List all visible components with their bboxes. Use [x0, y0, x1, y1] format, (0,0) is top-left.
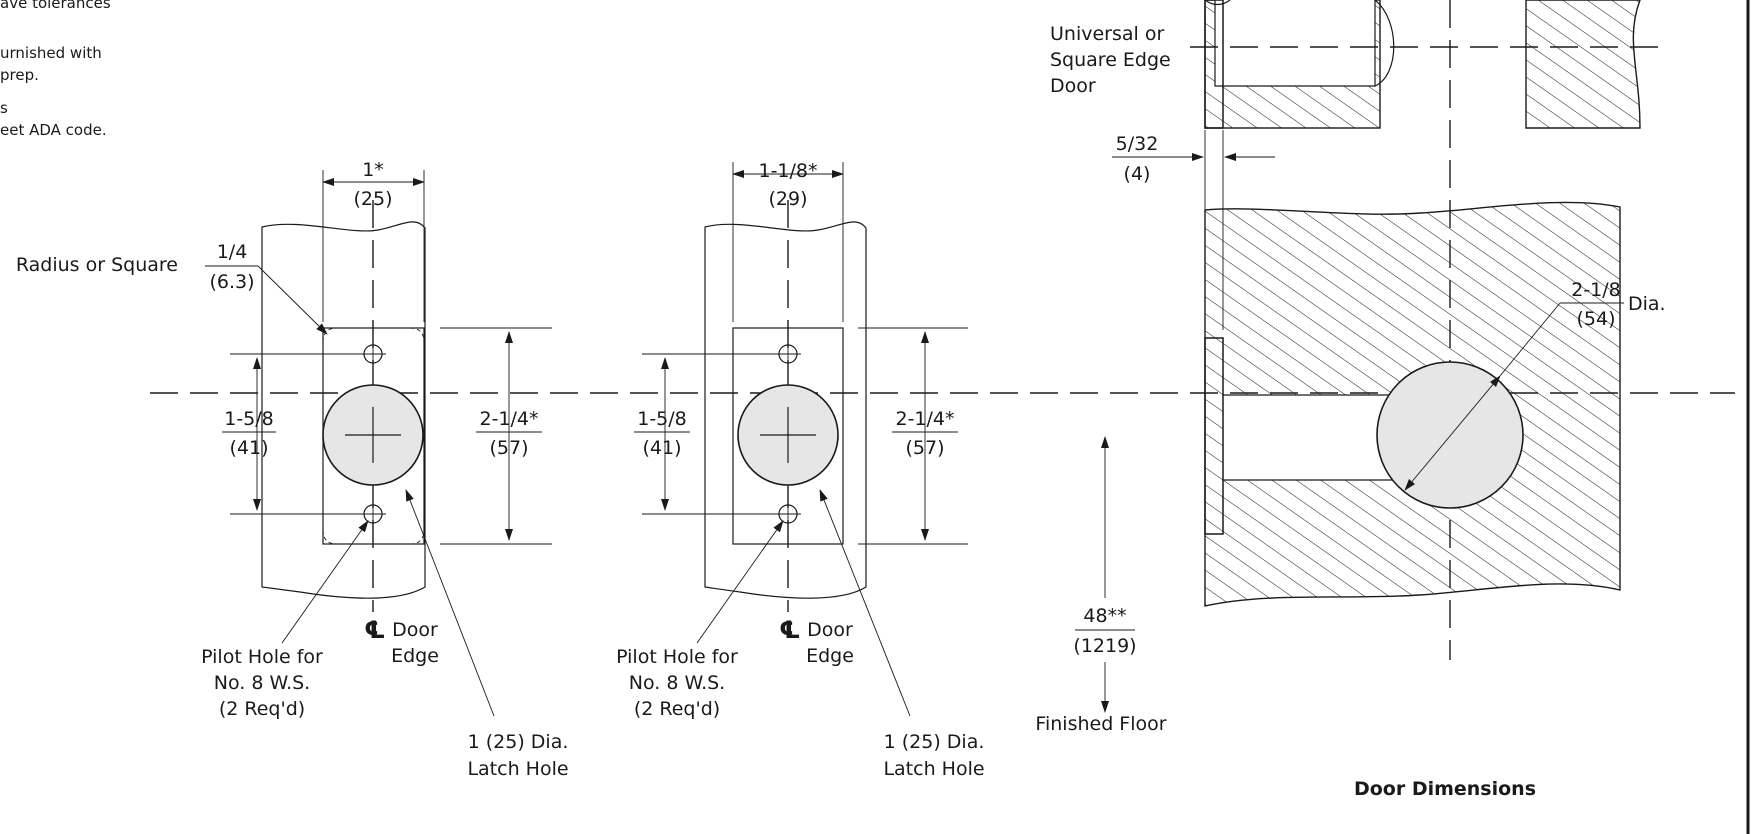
top-section-faceplate: [1204, 0, 1224, 129]
diagram-caption: Door Dimensions: [1354, 778, 1536, 800]
middle-height-mm: (57): [905, 437, 944, 459]
left-radius-in: 1/4: [217, 241, 248, 263]
cross-bore-hole: [1376, 361, 1524, 509]
left-door-edge-outline: [261, 221, 426, 599]
left-width-in: 1*: [362, 159, 384, 181]
middle-pilot-line2: No. 8 W.S.: [629, 672, 725, 694]
offset-mm: (4): [1124, 163, 1151, 185]
door-type-line2: Square Edge: [1050, 49, 1171, 71]
left-pilot-spacing-mm: (41): [229, 437, 268, 459]
middle-width-mm: (29): [768, 188, 807, 210]
left-pilot-leader: [281, 520, 369, 644]
middle-height-in: 2-1/4*: [895, 408, 954, 430]
note-line-2: urnished with: [0, 44, 102, 62]
offset-in: 5/32: [1116, 133, 1159, 155]
middle-pilot-leader: [696, 520, 784, 644]
left-height-mm: (57): [489, 437, 528, 459]
middle-faceplate-mortise: [732, 327, 844, 545]
left-radius-leader: [257, 265, 328, 335]
left-width-mm: (25): [353, 188, 392, 210]
top-section-hatch-right: [1525, 0, 1641, 129]
left-latch-leader: [405, 489, 495, 717]
note-line-5: eet ADA code.: [0, 121, 107, 139]
left-door-edge-line1: Door: [392, 619, 438, 641]
bore-diameter-line: [1404, 375, 1501, 491]
bore-diameter-suffix: Dia.: [1628, 293, 1666, 315]
door-type-line3: Door: [1050, 75, 1096, 97]
left-height-in: 2-1/4*: [479, 408, 538, 430]
bore-diameter-in: 2-1/8: [1571, 279, 1621, 301]
left-latch-line2: Latch Hole: [467, 758, 568, 780]
middle-latch-leader: [819, 489, 911, 717]
door-cross-section: Universal or Square Edge Door 5/32 (4) 2…: [1035, 0, 1666, 735]
middle-edge-prep: 1-1/8* (29) 1-5/8 (41) 2-1/4* (57) ℄ Doo…: [616, 160, 984, 780]
left-radius-label: Radius or Square: [16, 254, 178, 276]
middle-pilot-line3: (2 Req'd): [634, 698, 720, 720]
left-pilot-line2: No. 8 W.S.: [214, 672, 310, 694]
middle-latch-line2: Latch Hole: [883, 758, 984, 780]
notes-block: ave tolerances urnished with prep. s eet…: [0, 0, 111, 139]
middle-pilot-line1: Pilot Hole for: [616, 646, 738, 668]
finished-floor-label: Finished Floor: [1035, 713, 1166, 735]
middle-door-edge-line2: Edge: [806, 645, 854, 667]
left-door-edge-line2: Edge: [391, 645, 439, 667]
middle-latch-line1: 1 (25) Dia.: [884, 731, 985, 753]
middle-door-edge-outline: [704, 221, 867, 599]
middle-pilot-spacing-in: 1-5/8: [637, 408, 687, 430]
note-line-1: ave tolerances: [0, 0, 111, 12]
floor-height-mm: (1219): [1073, 635, 1136, 657]
middle-width-in: 1-1/8*: [758, 160, 817, 182]
floor-height-in: 48**: [1083, 605, 1126, 627]
left-centerline-symbol: ℄: [364, 616, 386, 644]
top-section-bore: [1214, 0, 1376, 87]
bore-diameter-mm: (54): [1576, 308, 1615, 330]
left-pilot-line1: Pilot Hole for: [201, 646, 323, 668]
middle-pilot-spacing-mm: (41): [642, 437, 681, 459]
door-type-line1: Universal or: [1050, 23, 1164, 45]
left-pilot-spacing-in: 1-5/8: [224, 408, 274, 430]
middle-door-edge-line1: Door: [807, 619, 853, 641]
note-line-4: s: [0, 99, 8, 117]
section-faceplate: [1204, 337, 1224, 535]
left-pilot-line3: (2 Req'd): [219, 698, 305, 720]
middle-centerline-symbol: ℄: [779, 616, 801, 644]
note-line-3: prep.: [0, 66, 39, 84]
left-edge-prep: 1* (25) Radius or Square 1/4 (6.3) 1-5/8…: [16, 159, 569, 780]
left-radius-mm: (6.3): [209, 271, 254, 293]
left-latch-line1: 1 (25) Dia.: [468, 731, 569, 753]
